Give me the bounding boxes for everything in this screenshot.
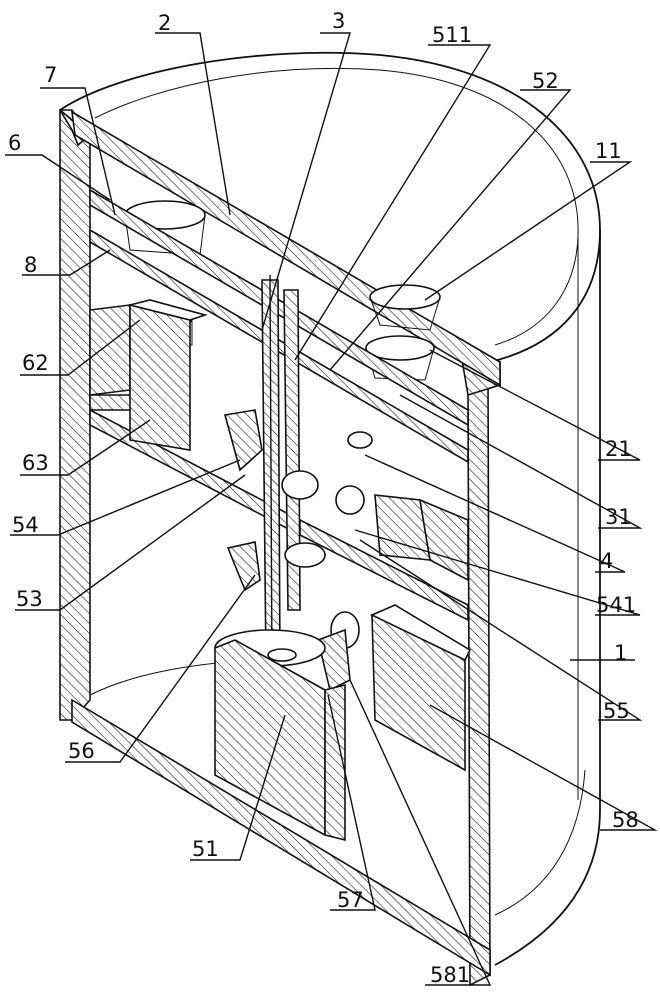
- block-58: [370, 604, 472, 772]
- label-58: 58: [612, 808, 639, 832]
- label-57: 57: [337, 888, 364, 912]
- label-11: 11: [595, 139, 622, 163]
- label-55: 55: [603, 699, 630, 723]
- label-21: 21: [605, 437, 632, 461]
- label-511: 511: [432, 23, 472, 47]
- leader-lines: [5, 32, 658, 986]
- label-541: 541: [596, 593, 636, 617]
- housing: [59, 51, 601, 987]
- label-63: 63: [22, 451, 49, 475]
- label-56: 56: [68, 739, 95, 763]
- label-51: 51: [192, 837, 219, 861]
- label-7: 7: [44, 63, 57, 87]
- label-1: 1: [614, 641, 627, 665]
- label-54: 54: [12, 513, 39, 537]
- label-2: 2: [158, 11, 171, 35]
- label-6: 6: [8, 131, 21, 155]
- label-52: 52: [532, 69, 559, 93]
- label-581: 581: [430, 963, 470, 987]
- label-8: 8: [24, 253, 37, 277]
- label-31: 31: [605, 505, 632, 529]
- label-53: 53: [16, 587, 43, 611]
- label-62: 62: [22, 351, 49, 375]
- label-4: 4: [600, 549, 613, 573]
- left-block: [89, 299, 208, 451]
- shafts: [261, 274, 301, 671]
- labels: 2 3 511 7 52 6 11 8 62 21 63 31 54 4 541…: [8, 9, 639, 987]
- label-3: 3: [332, 9, 345, 33]
- gears: [223, 409, 373, 692]
- motor-51: [214, 629, 346, 842]
